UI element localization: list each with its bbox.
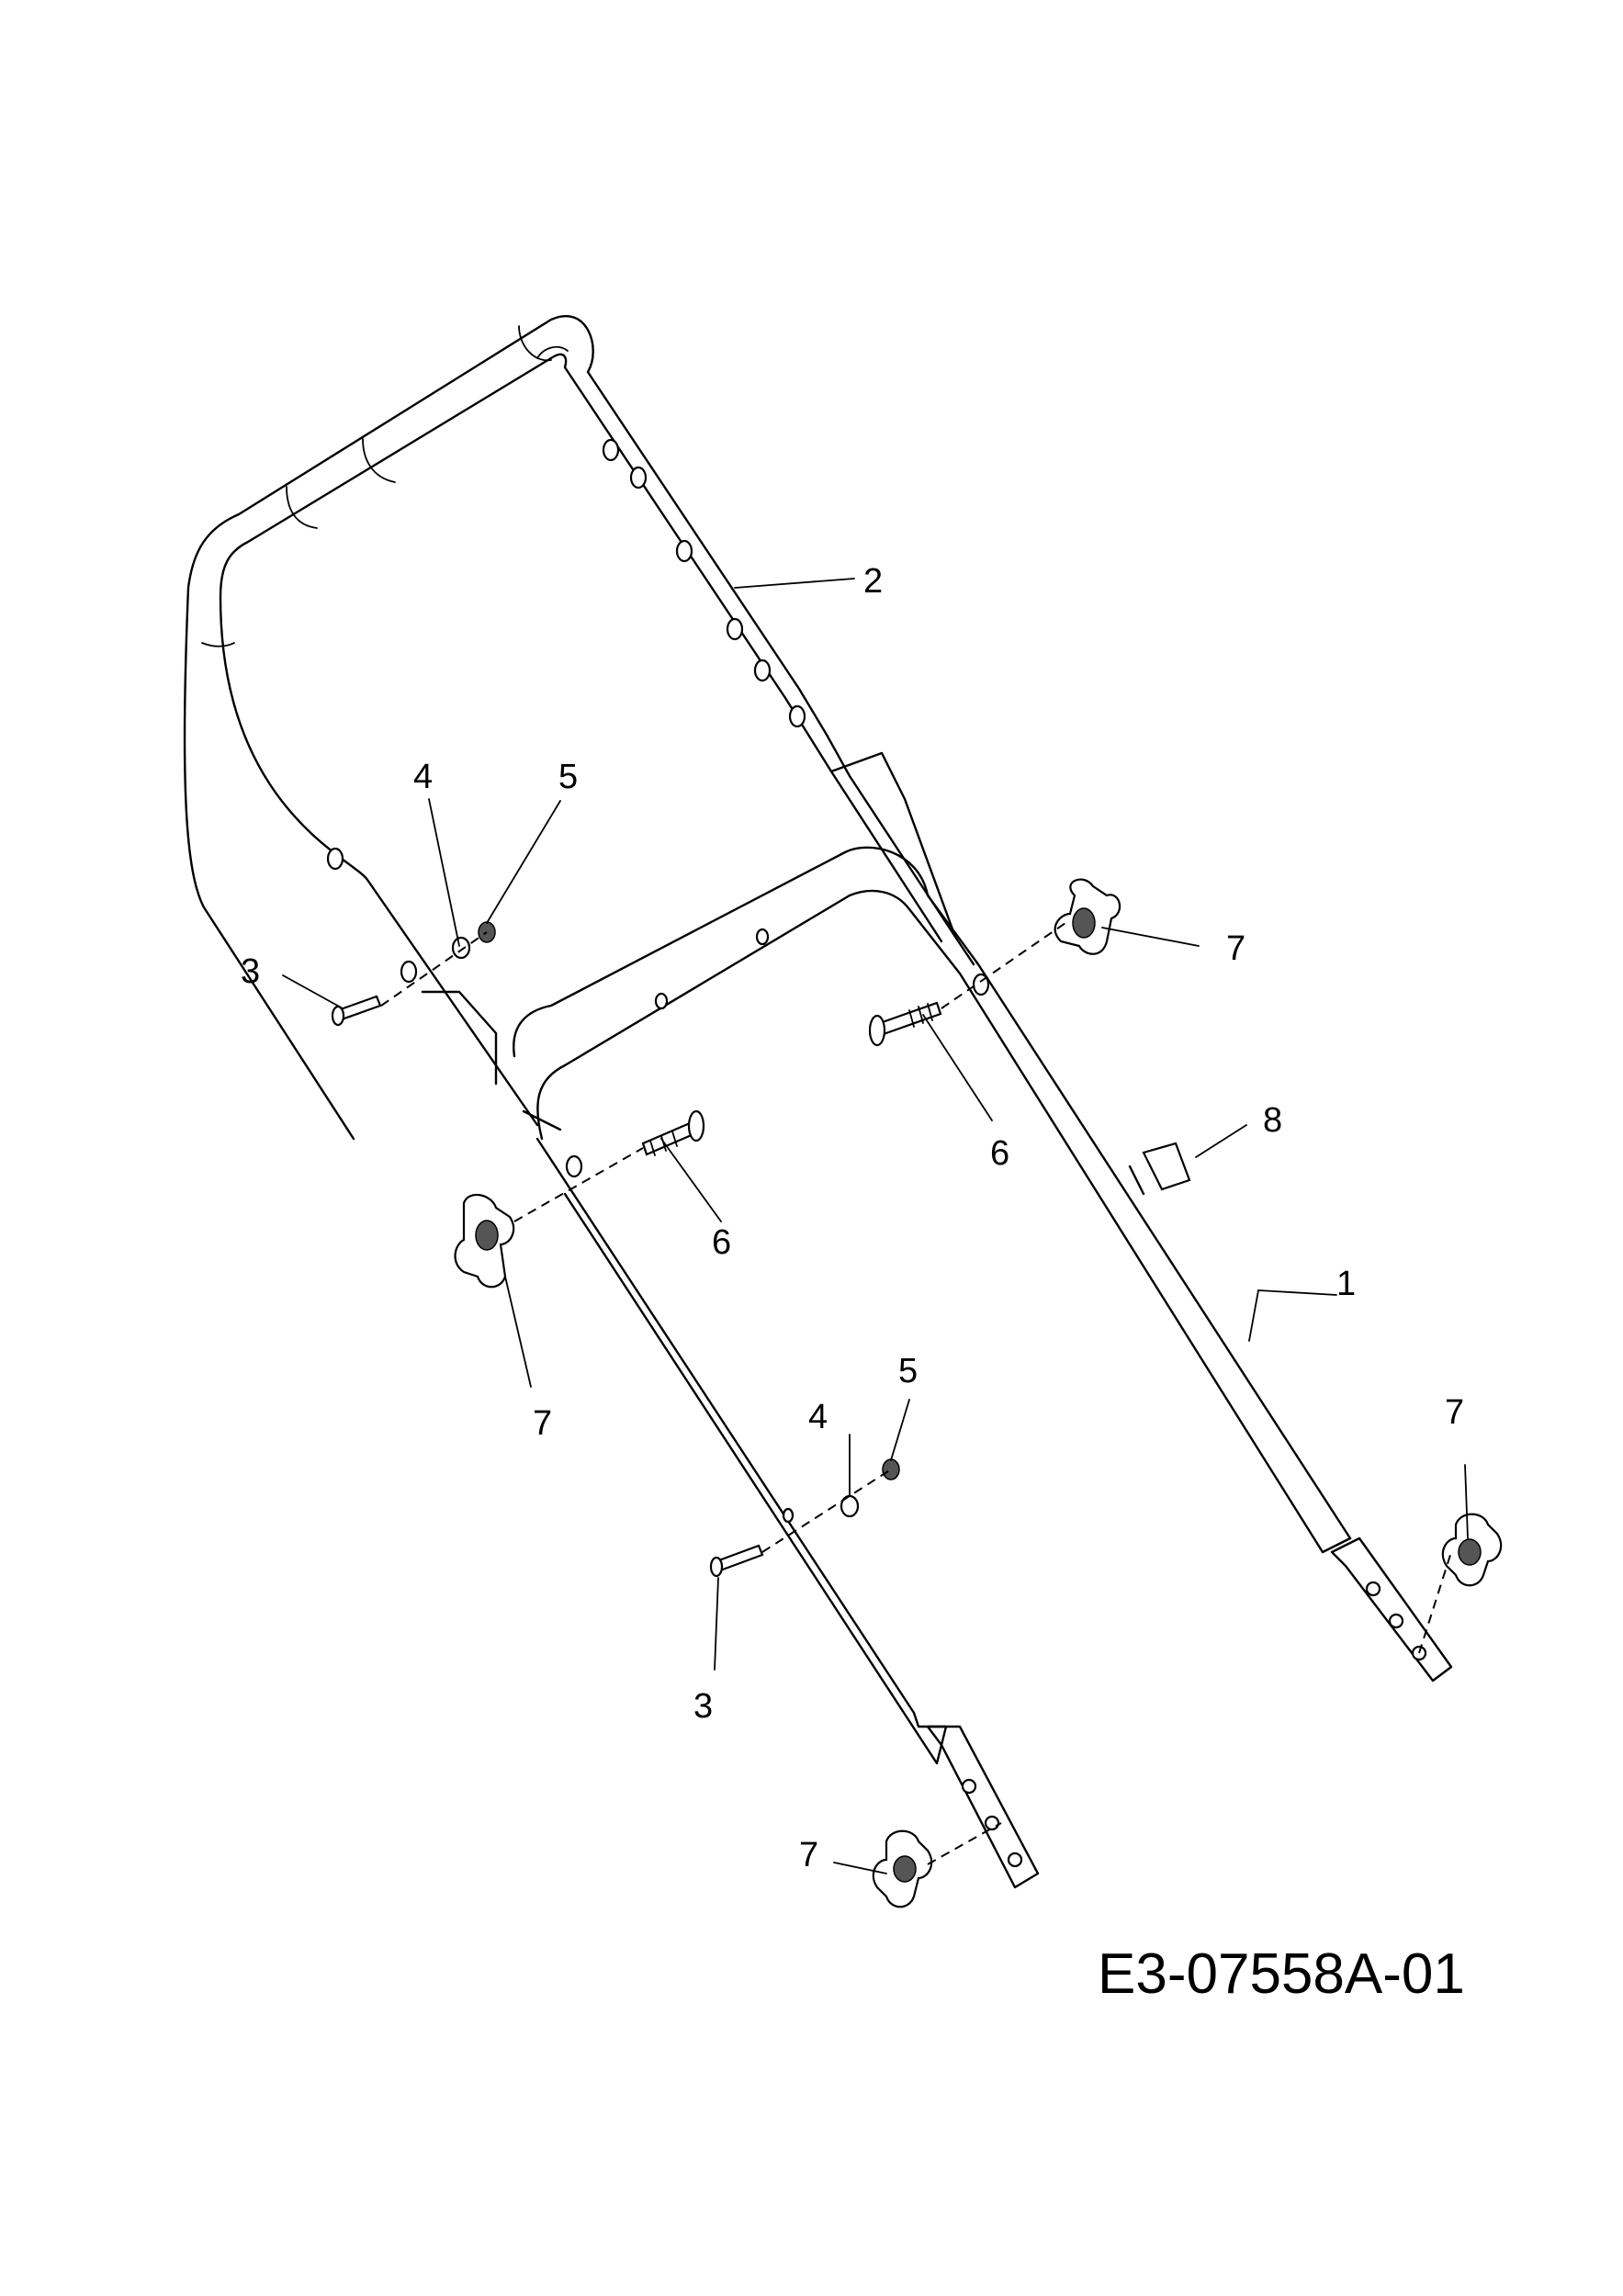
- callout-7-upper-right: 7: [1226, 929, 1245, 968]
- callout-7-left: 7: [533, 1404, 552, 1443]
- carriage-bolt-upper: [331, 995, 382, 1027]
- nut-lower: [882, 1458, 900, 1480]
- bolt-upper: [868, 1001, 942, 1047]
- lower-handle: [513, 846, 1453, 1889]
- carriage-bolt-lower: [709, 1544, 764, 1578]
- washer-lower: [840, 1494, 860, 1518]
- bolt-lower: [641, 1109, 705, 1156]
- callout-6-lower: 6: [712, 1223, 731, 1262]
- hardware: [331, 878, 1503, 1908]
- star-knob-left: [454, 1193, 515, 1289]
- star-knob-lower-right: [1441, 1513, 1503, 1587]
- star-knob-lower: [872, 1829, 933, 1908]
- upper-handle: [183, 315, 975, 1141]
- callout-3-upper: 3: [241, 952, 260, 991]
- callout-5-upper: 5: [558, 758, 578, 796]
- leader-lines: [282, 578, 1469, 1874]
- callout-7-lower: 7: [799, 1836, 818, 1874]
- callout-4-upper: 4: [413, 758, 433, 796]
- callout-2: 2: [863, 562, 883, 601]
- callout-7-lower-right: 7: [1445, 1393, 1464, 1432]
- callouts: 1 2 3 3 4 4 5 5 6 6 7 7 7 7 8: [241, 562, 1464, 1874]
- cable-clip: [1128, 1142, 1191, 1196]
- callout-8: 8: [1263, 1101, 1282, 1140]
- star-knob-upper-right: [1054, 878, 1121, 955]
- assembly-lines: [380, 922, 1452, 1865]
- callout-5-lower: 5: [898, 1352, 918, 1390]
- callout-4-lower: 4: [808, 1398, 828, 1436]
- callout-3-lower: 3: [693, 1687, 713, 1726]
- callout-6-upper: 6: [990, 1134, 1009, 1173]
- callout-1: 1: [1336, 1265, 1356, 1303]
- washer-upper: [451, 936, 471, 960]
- drawing-code: E3-07558A-01: [1098, 1942, 1465, 2006]
